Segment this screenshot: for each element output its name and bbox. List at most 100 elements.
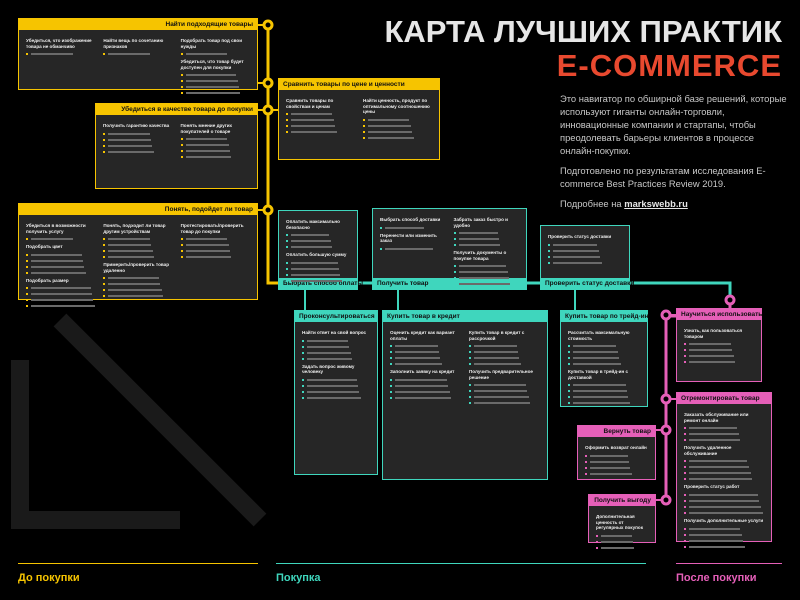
card-column: Протестировать/проверить товар до покупк… [180,220,250,294]
practice-item-text [103,289,162,292]
stage-label-after: После покупки [676,572,757,584]
practice-subheading: Убедиться, что изображение товара не обм… [26,38,92,49]
practice-item-text [389,351,440,354]
practice-item-text [453,238,500,241]
practice-item-text [469,345,517,348]
map-title: КАРТА ЛУЧШИХ ПРАКТИК [384,14,782,49]
stage-divider-purchase [276,563,646,564]
practice-item-text [180,244,229,247]
source-paragraph: Подготовлено по результатам исследования… [560,165,766,189]
practice-subheading: Получить дополнительные услуги [684,517,764,523]
practice-item-text [567,396,629,399]
practice-item-text [684,511,763,514]
card-title: Получить товар [373,278,526,289]
practice-item-text [302,384,358,387]
practice-item-text [389,384,449,387]
practice-item-text [26,238,73,241]
more-info: Подробнее на markswebb.ru [560,197,790,210]
intro-paragraph: Это навигатор по обширной базе решений, … [560,93,787,156]
practice-item-text [103,53,150,56]
practice-item-text [103,244,152,247]
practice-item-text [286,119,334,122]
card-column: Проверить статус доставки [547,231,622,273]
practice-item-text [547,255,601,258]
practice-item-text [103,283,161,286]
practice-item-text [286,240,331,243]
practice-item-text [390,345,438,348]
practice-item-text [468,390,528,393]
practice-subheading: Подобрать цвет [26,244,63,250]
practice-subheading: Рассчитать максимальную стоимость [568,330,630,341]
practice-item-text [25,265,85,268]
practice-item-text [26,271,86,274]
practice-item-text [390,363,442,366]
card-title: Убедиться в качестве товара до покупки [96,104,257,115]
card-body: Проверить статус доставки [541,226,629,278]
practice-item-text [103,250,153,253]
practice-item-text [26,287,91,290]
card-body: Убедиться, что изображение товара не обм… [19,30,257,95]
practice-subheading: Найти ценность, продукт по оптимальному … [363,98,430,115]
practice-item-text [547,243,598,246]
practice-item-text [683,439,741,442]
practice-subheading: Оплатить большую сумму [286,252,347,258]
practice-item-text [26,259,83,262]
practice-subheading: Забрать заказ быстро и удобно [453,217,509,228]
practice-item-text [684,466,749,469]
card-title: Проконсультироваться [295,311,377,322]
practice-subheading: Выбрать способ доставки [380,217,441,222]
practice-item-text [548,249,599,252]
card-title: Купить товар по трейд-ин [561,311,649,322]
practice-subheading: Получить предварительное решение [469,369,533,380]
background-arrow-stroke [53,313,267,527]
practice-item-text [103,295,164,298]
practice-item-text [683,361,736,364]
card-body: Узнать, как пользоваться товаром [677,320,761,381]
practice-item-text [389,396,452,399]
practice-item-text [469,384,526,387]
practice-item-text [286,267,339,270]
practice-item-text [453,271,508,274]
practice-item-text [380,247,433,250]
practice-item-text [684,472,751,475]
practice-subheading: Проверить статус доставки [548,234,612,239]
practice-item-text [585,454,628,457]
practice-subheading: Перенести или изменить заказ [380,232,437,244]
card-column: Найти ценность, продукт по оптимальному … [362,95,432,154]
practice-item-text [567,345,617,348]
practice-subheading: Узнать, как пользоваться товаром [684,328,743,339]
practice-subheading: Найти ответ на свой вопрос [302,330,367,335]
practice-item-text [390,390,450,393]
practice-subheading: Задать вопрос живому человеку [302,363,355,375]
website-link[interactable]: markswebb.ru [624,198,688,209]
practice-subheading: Заполнить заявку на кредит [390,369,455,375]
practice-item-text [103,277,159,280]
card-title: Получить выгоду [589,495,655,506]
card-column: Узнать, как пользоваться товаром [683,325,754,376]
practice-subheading: Получить документы о покупке товара [453,250,507,261]
practice-item-text [180,156,232,159]
practice-item-text [469,396,529,399]
practice-item-text [26,305,95,308]
map-subtitle: E-COMMERCE [556,48,782,83]
card-column: Оформить возврат онлайн [584,442,648,475]
practice-item-text [567,357,620,360]
practice-item-text [26,293,92,296]
card-title: Найти подходящие товары [19,19,257,30]
practice-item-text [180,256,232,259]
practice-item-text [468,357,520,360]
practice-item-text [683,478,753,481]
stage-label-before: До покупки [18,572,80,584]
